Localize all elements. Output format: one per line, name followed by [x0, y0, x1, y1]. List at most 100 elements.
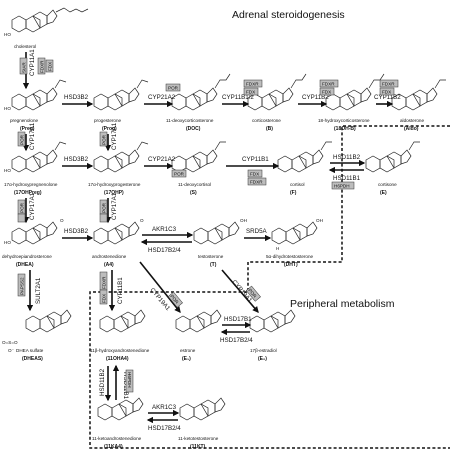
enzyme-cyp11b1-1: CYP11B1 [242, 156, 269, 163]
svg-text:FDXR: FDXR [246, 82, 259, 87]
svg-text:(11KA4): (11KA4) [104, 444, 123, 450]
svg-text:11-deoxycortisol: 11-deoxycortisol [178, 182, 211, 187]
molecule-18ohb [326, 74, 384, 110]
svg-text:corticosterone: corticosterone [252, 118, 281, 123]
svg-text:(E₂): (E₂) [258, 356, 267, 362]
enzyme-sult2a1: SULT2A1 [35, 277, 42, 304]
enzyme-hsd17b2-4-3: HSD17B2/4 [148, 425, 181, 432]
enzyme-cyp17a1-3: CYP17A1 [29, 192, 36, 220]
svg-text:cholesterol: cholesterol [14, 44, 36, 49]
molecule-e [366, 142, 420, 172]
label-e1: estrone(E₁) [180, 348, 196, 362]
svg-text:FDX: FDX [246, 90, 255, 95]
peripheral-boundary [90, 126, 450, 448]
dhea-ho: HO [4, 240, 11, 245]
enzyme-cyp17a1-1: CYP17A1 [29, 122, 36, 150]
svg-text:(E): (E) [380, 190, 387, 196]
svg-text:5α-dihydrotestosterone: 5α-dihydrotestosterone [266, 254, 314, 259]
label-dht: 5α-dihydrotestosterone (DHT) [266, 254, 314, 268]
enzyme-hsd11b2-2: HSD11B2 [99, 368, 106, 396]
cofactor-por-1: POR [166, 84, 180, 91]
svg-text:cortisol: cortisol [290, 182, 305, 187]
svg-text:(DHT): (DHT) [284, 262, 298, 268]
enzyme-hsd17b2-4-1: HSD17B2/4 [148, 247, 181, 254]
17ohpreg-ho: HO [4, 168, 11, 173]
label-doc: 11-deoxycorticosterone(DOC) [166, 118, 214, 132]
svg-text:17α-hydroxypregnenolone: 17α-hydroxypregnenolone [4, 182, 58, 187]
enzyme-cyp11b1-2: CYP11B1 [117, 277, 124, 304]
svg-text:FDXR: FDXR [102, 276, 107, 289]
label-a4: androstenedione(A4) [92, 254, 127, 268]
dheas-so3: O=S=O [2, 340, 18, 345]
preg-ho: HO [4, 106, 11, 111]
label-e2: 17β-estradiol (E₂) [250, 348, 277, 362]
molecule-17ohp [94, 142, 148, 172]
cofactor-por-4: POR [172, 170, 186, 177]
cofactor-cyb5-1 [18, 214, 25, 222]
cofactor-fdx-5: FDX [248, 170, 262, 177]
svg-text:(DOC): (DOC) [186, 126, 201, 132]
enzyme-hsd3b2-3: HSD3B2 [64, 228, 89, 235]
svg-text:18-hydroxycorticosterone: 18-hydroxycorticosterone [318, 118, 370, 123]
molecule-s [172, 142, 226, 172]
svg-text:aldosterone: aldosterone [400, 118, 424, 123]
molecule-11kt [180, 398, 225, 420]
molecule-cholesterol [12, 8, 88, 32]
enzyme-hsd3b2-1: HSD3B2 [64, 94, 89, 101]
peripheral-title: Peripheral metabolism [290, 298, 395, 310]
svg-text:H6PDH: H6PDH [127, 372, 132, 388]
label-18ohb: 18-hydroxycorticosterone(18OH-B) [318, 118, 370, 132]
svg-text:(S): (S) [190, 190, 197, 196]
cofactor-fdx-2: FDX [244, 88, 258, 95]
svg-text:(DHEAS): (DHEAS) [22, 356, 43, 362]
enzyme-hsd11b1-1: HSD11B1 [333, 175, 361, 182]
a4-o: O [140, 218, 144, 223]
svg-text:PAPSS2: PAPSS2 [20, 277, 25, 295]
dheas-ominus: O⁻ [8, 348, 15, 353]
label-dheas: DHEA sulfate (DHEAS) [16, 348, 44, 362]
svg-text:StAR: StAR [22, 62, 27, 73]
svg-text:FDXR: FDXR [250, 180, 263, 185]
svg-text:(17OHPreg): (17OHPreg) [14, 190, 42, 196]
label-aldo: aldosterone (Aldo) [400, 118, 424, 132]
cofactor-fdxr-4: FDXR [380, 80, 398, 87]
enzyme-cyp19a1-1: CYP19A1 [148, 287, 171, 313]
svg-text:H6PDH: H6PDH [334, 184, 350, 189]
svg-text:progesterone: progesterone [94, 118, 122, 123]
molecule-t [194, 222, 239, 244]
dht-h: H [276, 246, 279, 251]
enzyme-hsd11b2-1: HSD11B2 [333, 154, 361, 161]
cofactor-fdxr-2: FDXR [244, 80, 262, 87]
svg-text:pregnenolone: pregnenolone [10, 118, 39, 123]
enzyme-cyp11a1: CYP11A1 [29, 49, 36, 76]
molecule-f [278, 142, 332, 172]
svg-text:POR: POR [20, 202, 25, 213]
enzyme-akr1c3-2: AKR1C3 [152, 404, 177, 411]
cofactor-fdx-4: FDX [380, 88, 394, 95]
svg-text:estrone: estrone [180, 348, 196, 353]
cofactor-fdxr-6: FDXR [100, 272, 107, 290]
svg-text:FDX: FDX [322, 90, 331, 95]
label-b: corticosterone(B) [252, 118, 281, 132]
svg-text:17β-estradiol: 17β-estradiol [250, 348, 277, 353]
label-11oha4: 11β-hydroxyandrostenedione(11OHA4) [90, 348, 150, 362]
svg-text:FDXR: FDXR [322, 82, 335, 87]
svg-text:11β-hydroxyandrostenedione: 11β-hydroxyandrostenedione [90, 348, 150, 353]
label-e: cortisone (E) [378, 182, 397, 196]
svg-text:(Aldo): (Aldo) [404, 126, 419, 132]
enzyme-akr1c3-1: AKR1C3 [152, 226, 177, 233]
cofactor-star: StAR [20, 58, 27, 74]
cofactor-fdx-3: FDX [320, 88, 334, 95]
enzyme-cyp17a1-2: CYP17A1 [111, 122, 118, 150]
enzyme-hsd17b1: HSD17B1 [224, 316, 252, 323]
cofactor-fdx-6: FDX [100, 290, 107, 304]
svg-text:(11KT): (11KT) [190, 444, 206, 450]
molecule-dheas [26, 310, 71, 332]
dht-oh: OH [316, 218, 323, 223]
molecule-11oha4 [100, 310, 145, 332]
svg-text:DHEA sulfate: DHEA sulfate [16, 348, 44, 353]
svg-text:17α-hydroxyprogesterone: 17α-hydroxyprogesterone [88, 182, 141, 187]
svg-text:cortisone: cortisone [378, 182, 397, 187]
molecule-a4 [94, 222, 139, 244]
